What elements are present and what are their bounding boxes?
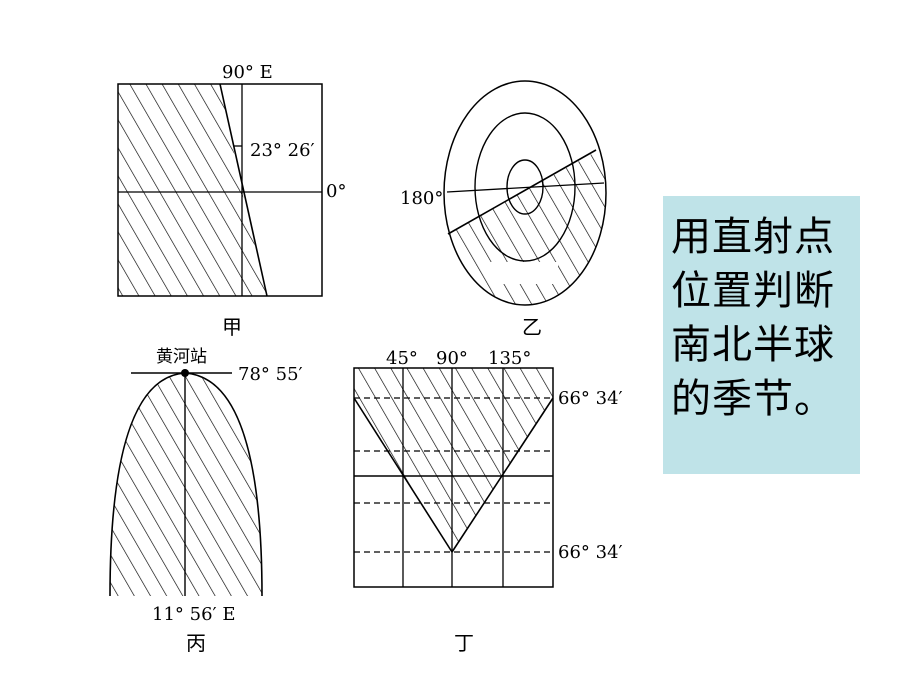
yi-title: 乙 (522, 315, 542, 339)
callout-text: 用直射点位置判断南北半球的季节。 (671, 214, 835, 422)
ding-label-lon-135: 135° (488, 348, 531, 369)
jia-label-equator: 0° (326, 181, 346, 202)
ding-terminator-right (451, 397, 554, 553)
ding-frame (353, 367, 554, 588)
ding-label-lat-bottom: 66° 34′ (558, 542, 623, 563)
panel-ding: 45° 90° 135° 66° 34′ 66° 34′ 丁 (353, 348, 623, 655)
jia-label-angle: 23° 26′ (250, 140, 315, 161)
bing-label-lat: 78° 55′ (238, 364, 303, 385)
bing-label-lon: 11° 56′ E (152, 604, 235, 625)
panel-yi: 180° 乙 (400, 80, 607, 339)
jia-title: 甲 (222, 315, 242, 339)
yi-white-patch (490, 262, 558, 284)
ding-title: 丁 (454, 631, 474, 655)
ding-terminator-left (353, 397, 453, 553)
yi-meridian-180 (446, 182, 605, 193)
yi-label-180: 180° (400, 188, 443, 209)
jia-shaded-region (118, 84, 267, 296)
ding-label-lon-90: 90° (436, 348, 468, 369)
bing-station-label: 黄河站 (156, 347, 207, 367)
yi-outer-circle (443, 80, 607, 306)
ding-shaded-region (354, 368, 553, 552)
ding-label-lon-45: 45° (386, 348, 418, 369)
yi-terminator-line (447, 149, 597, 235)
callout-box: 用直射点位置判断南北半球的季节。 (663, 196, 860, 474)
panel-bing: 黄河站 78° 55′ 11° 56′ E 丙 (109, 347, 303, 655)
jia-label-90e: 90° E (222, 62, 273, 83)
bing-shaded-region (110, 373, 262, 596)
bing-title: 丙 (186, 631, 206, 655)
bing-station-dot (181, 369, 189, 377)
jia-terminator-line (219, 83, 268, 297)
yi-middle-circle (474, 112, 576, 262)
panel-jia: 90° E 23° 26′ 0° 甲 (117, 62, 346, 339)
ding-label-lat-top: 66° 34′ (558, 388, 623, 409)
